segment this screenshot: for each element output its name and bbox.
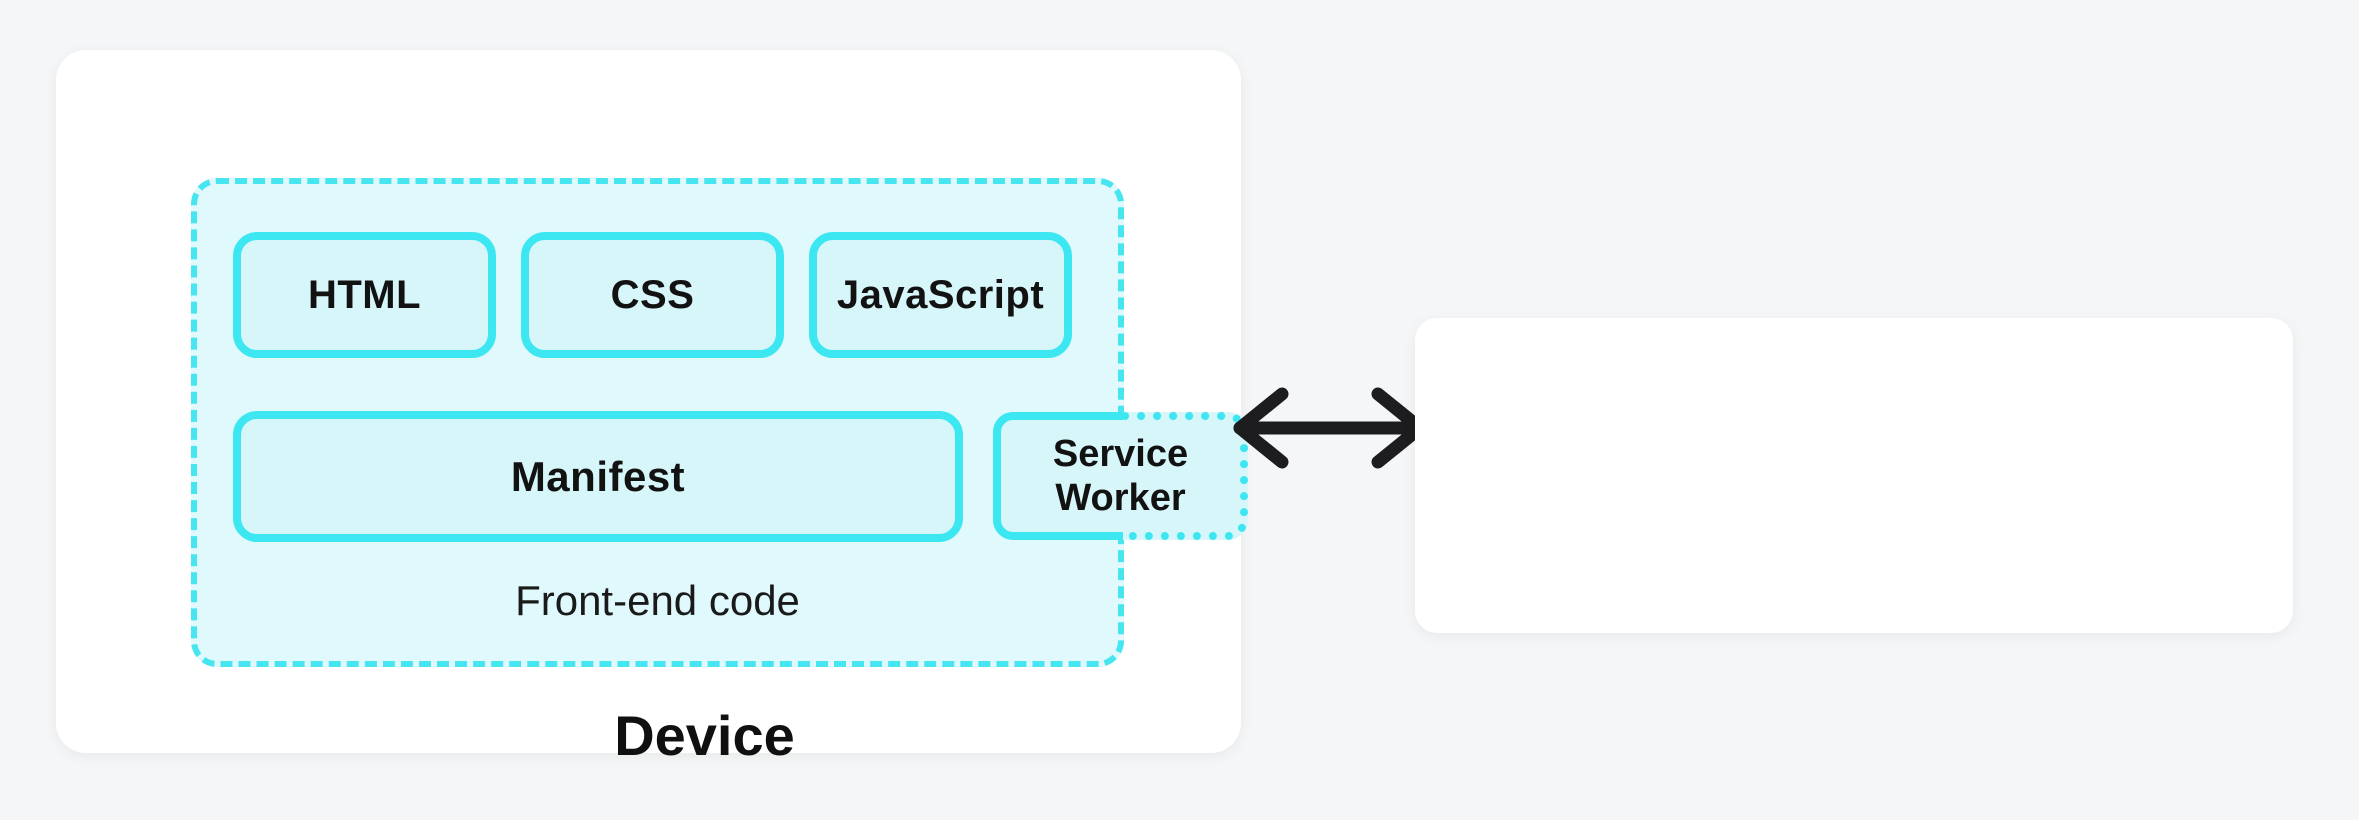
frontend-group-label: Front-end code xyxy=(515,577,800,624)
node-service-worker-label: Service Worker xyxy=(1052,432,1189,519)
node-manifest: Manifest xyxy=(233,411,963,542)
node-javascript-label: JavaScript xyxy=(836,272,1045,317)
node-manifest-label: Manifest xyxy=(510,452,686,500)
device-card: HTML CSS JavaScript Manifest Service Wor… xyxy=(56,50,1248,767)
node-css-label: CSS xyxy=(610,272,695,317)
server-card: Back-end code Web server xyxy=(1415,318,2293,633)
node-javascript: JavaScript xyxy=(809,232,1072,358)
node-html: HTML xyxy=(233,232,496,358)
node-html-label: HTML xyxy=(307,272,422,317)
node-service-worker: Service Worker xyxy=(993,412,1248,540)
double-arrow-icon xyxy=(1216,381,1444,475)
device-card-title: Device xyxy=(614,704,795,767)
node-css: CSS xyxy=(521,232,784,358)
